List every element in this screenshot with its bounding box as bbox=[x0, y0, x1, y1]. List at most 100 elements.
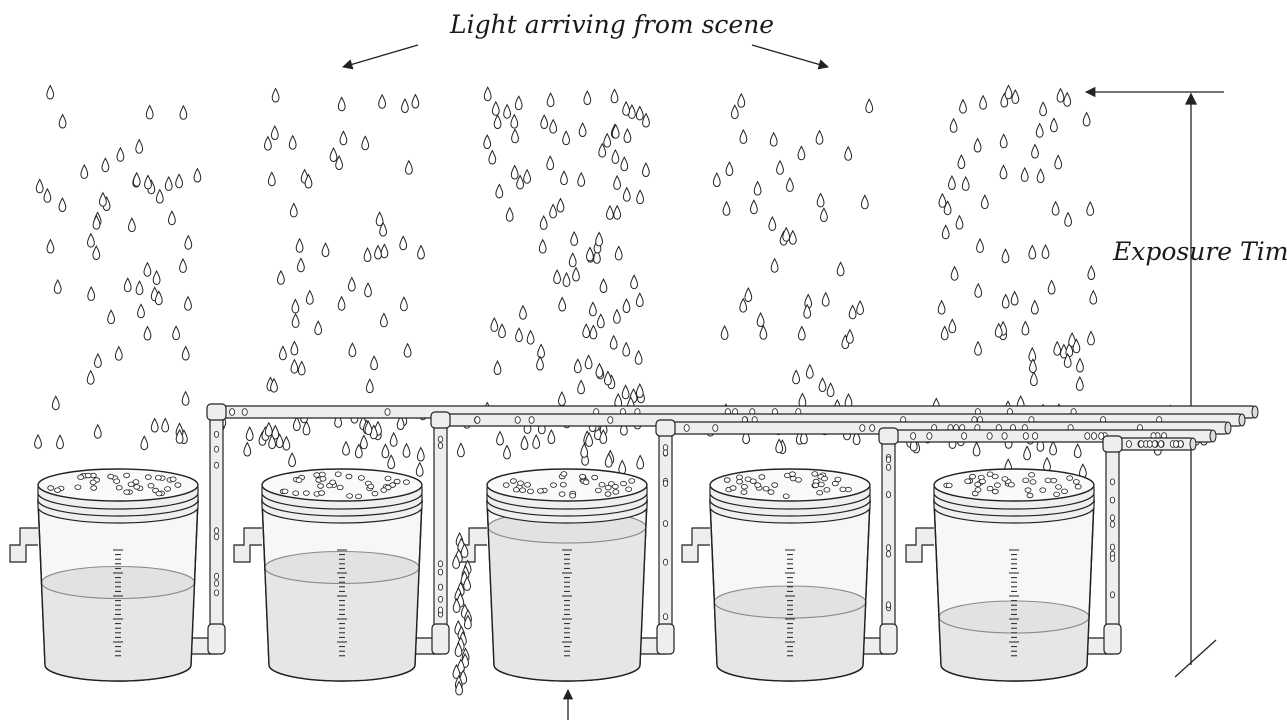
light-drop bbox=[799, 394, 806, 407]
surface-drop bbox=[612, 484, 618, 489]
light-drop bbox=[726, 162, 733, 175]
light-drop bbox=[806, 365, 813, 378]
light-drop bbox=[44, 189, 51, 202]
light-drop bbox=[605, 372, 612, 385]
light-drop bbox=[738, 94, 745, 107]
light-drop bbox=[866, 99, 873, 112]
arrow-left bbox=[343, 45, 418, 67]
light-drop bbox=[1090, 291, 1097, 304]
light-drop bbox=[371, 356, 378, 369]
pipe-bubble bbox=[886, 464, 890, 470]
pipe-bubble bbox=[1110, 556, 1114, 562]
surface-drop bbox=[980, 479, 986, 484]
light-drop bbox=[548, 430, 555, 443]
surface-drop bbox=[730, 486, 736, 491]
pipe-bubble bbox=[860, 425, 865, 432]
light-drop bbox=[265, 137, 272, 150]
light-drop bbox=[1040, 102, 1047, 115]
light-drop bbox=[827, 383, 834, 396]
surface-drop bbox=[595, 488, 601, 493]
light-drop bbox=[54, 280, 61, 293]
light-drop bbox=[793, 370, 800, 383]
light-drop bbox=[789, 231, 796, 244]
surface-drop bbox=[1025, 488, 1031, 493]
light-drop bbox=[614, 206, 621, 219]
light-drop bbox=[1022, 322, 1029, 335]
surface-drop bbox=[824, 488, 830, 493]
light-drop bbox=[293, 417, 300, 430]
light-drop bbox=[590, 326, 597, 339]
light-drop bbox=[81, 165, 88, 178]
light-drop bbox=[819, 378, 826, 391]
pipe-end bbox=[1239, 414, 1245, 426]
light-drop bbox=[527, 331, 534, 344]
surface-drop bbox=[1030, 480, 1036, 485]
surface-drop bbox=[987, 486, 993, 491]
pipe-bubble bbox=[438, 584, 442, 590]
water-surface bbox=[265, 552, 419, 584]
surface-drop bbox=[1075, 484, 1081, 489]
light-drop bbox=[783, 228, 790, 241]
surface-drop bbox=[148, 483, 154, 488]
surface-drop bbox=[965, 479, 971, 484]
light-drop bbox=[723, 202, 730, 215]
surface-drop bbox=[583, 480, 589, 485]
light-drop bbox=[296, 239, 303, 252]
light-drop bbox=[146, 106, 153, 119]
vertical-pipe bbox=[1106, 442, 1119, 640]
surface-drop bbox=[772, 483, 778, 488]
light-drop bbox=[550, 120, 557, 133]
pipe-elbow bbox=[431, 412, 450, 428]
light-drop bbox=[484, 87, 491, 100]
light-drop bbox=[974, 139, 981, 152]
light-drop bbox=[611, 89, 618, 102]
light-drop bbox=[1002, 295, 1009, 308]
surface-drop bbox=[1073, 480, 1079, 485]
buckets bbox=[10, 469, 1094, 681]
light-drop bbox=[290, 204, 297, 217]
pipe-bubble bbox=[886, 492, 890, 498]
light-drop bbox=[491, 318, 498, 331]
light-drop bbox=[322, 243, 329, 256]
light-drop bbox=[816, 131, 823, 144]
surface-drop bbox=[318, 484, 324, 489]
pipe-bubble bbox=[438, 569, 442, 575]
light-drop bbox=[180, 259, 187, 272]
pipe-bubble bbox=[242, 409, 247, 416]
surface-drop bbox=[822, 476, 828, 481]
light-drop bbox=[604, 134, 611, 147]
light-drop bbox=[511, 166, 518, 179]
pipe-bubble bbox=[886, 602, 890, 608]
light-drop bbox=[623, 343, 630, 356]
pipe-bubble bbox=[684, 425, 689, 432]
time-axis-bottom-tick bbox=[1175, 640, 1216, 677]
light-drop bbox=[289, 136, 296, 149]
light-drop bbox=[136, 281, 143, 294]
pipe-bubble bbox=[230, 409, 235, 416]
light-drop bbox=[949, 176, 956, 189]
light-drop bbox=[597, 314, 604, 327]
light-drop bbox=[745, 288, 752, 301]
pipe-bubble bbox=[713, 425, 718, 432]
light-drop bbox=[156, 190, 163, 203]
light-drop bbox=[365, 283, 372, 296]
pipe-bubble bbox=[214, 462, 218, 468]
light-drop bbox=[417, 448, 424, 461]
light-drop bbox=[133, 173, 140, 186]
light-drop bbox=[585, 355, 592, 368]
light-drop bbox=[376, 212, 383, 225]
light-drop bbox=[246, 427, 253, 440]
light-drop bbox=[821, 208, 828, 221]
surface-drop bbox=[561, 472, 567, 477]
light-drop bbox=[973, 443, 980, 456]
light-drop bbox=[975, 284, 982, 297]
pipe-elbow bbox=[656, 420, 675, 436]
surface-drop bbox=[1027, 493, 1033, 498]
pipe-bubble bbox=[663, 614, 667, 620]
surface-drop bbox=[385, 476, 391, 481]
pipe-bubble bbox=[385, 409, 390, 416]
light-drop bbox=[1083, 113, 1090, 126]
light-drop bbox=[631, 275, 638, 288]
light-drop bbox=[402, 99, 409, 112]
surface-drop bbox=[347, 494, 353, 499]
